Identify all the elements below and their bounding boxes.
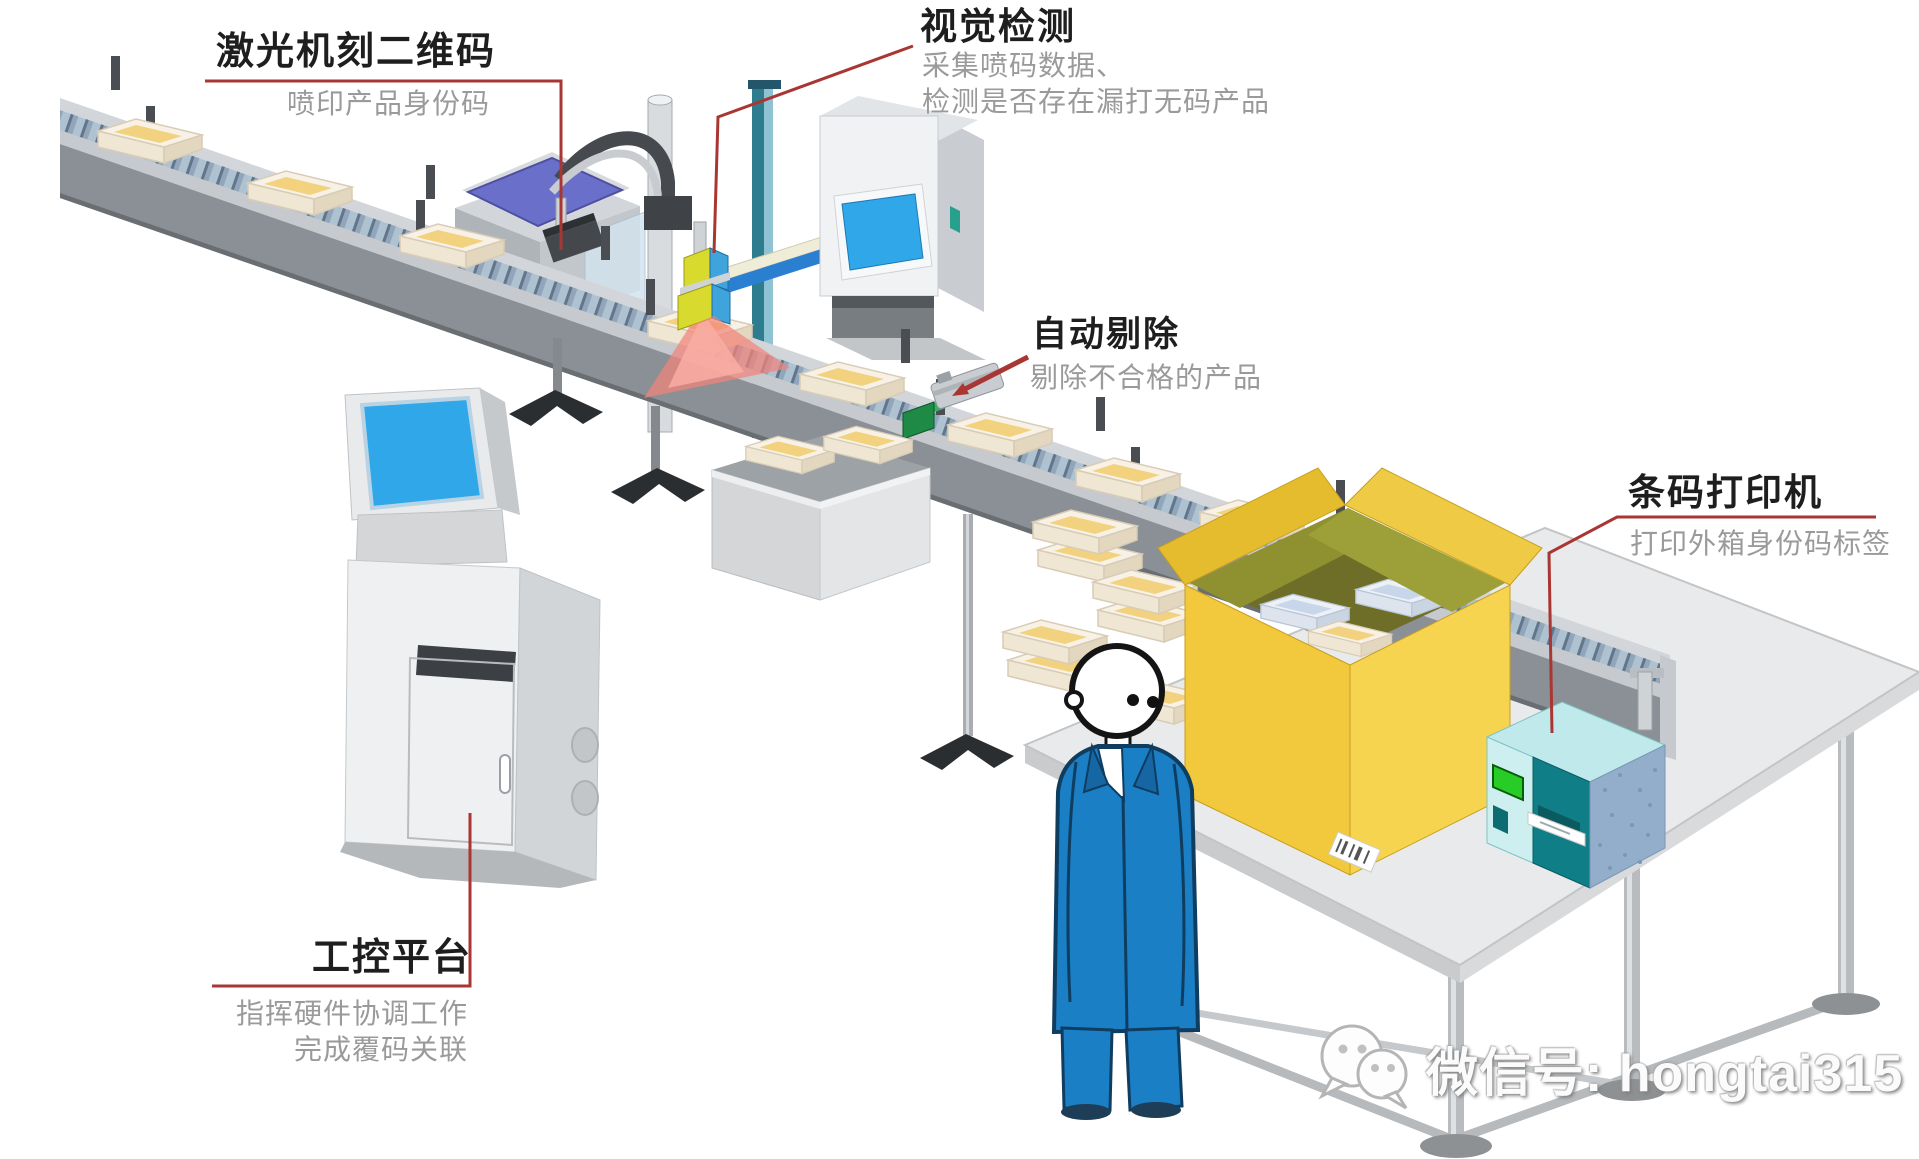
callout-vision-inspection-subtitle: 采集喷码数据、 检测是否存在漏打无码产品 (922, 50, 1271, 117)
printer-lcd-screen (1492, 763, 1524, 802)
callout-control-platform-title: 工控平台 (312, 937, 473, 979)
leader-arrowhead-auto-rejection (952, 383, 969, 396)
worker-pants (1060, 1026, 1114, 1112)
leader-line-barcode-printer (1547, 515, 1876, 734)
worker-head (1069, 643, 1165, 739)
yellow-shipping-box (1157, 467, 1543, 876)
control-kiosk (340, 387, 601, 888)
vision-monitor-screen (841, 193, 924, 271)
leader-line-vision-inspection (712, 44, 914, 254)
callout-laser-marking-title: 激光机刻二维码 (216, 31, 497, 73)
callout-vision-inspection-title: 视觉检测 (920, 6, 1076, 47)
callout-barcode-printer-title: 条码打印机 (1628, 472, 1823, 513)
kiosk-screen (359, 395, 485, 511)
leader-line-laser-marking (205, 79, 563, 250)
callout-auto-rejection-title: 自动剔除 (1032, 315, 1181, 354)
wechat-icon (1318, 1024, 1408, 1110)
worker-figure (1051, 643, 1201, 1120)
printer-side-texture (1598, 768, 1657, 870)
callout-barcode-printer: 条码打印机 (1628, 462, 1823, 516)
watermark-text: 微信号: hongtai315 (1426, 1044, 1904, 1103)
callout-vision-inspection: 视觉检测 (920, 0, 1076, 50)
callout-control-platform-subtitle: 指挥硬件协调工作 完成覆码关联 (235, 998, 468, 1065)
callout-auto-rejection-subtitle: 剔除不合格的产品 (1030, 362, 1263, 393)
callout-barcode-printer-subtitle: 打印外箱身份码标签 (1630, 528, 1892, 559)
box-barcode-label (1327, 831, 1381, 873)
callout-control-platform: 工控平台 (312, 926, 472, 981)
callout-auto-rejection: 自动剔除 (1032, 306, 1180, 357)
kiosk-door-handle (499, 754, 511, 794)
carton-box (711, 425, 931, 601)
barcode-printer (1485, 701, 1667, 889)
conveyor-supports (509, 338, 1664, 770)
callout-laser-marking-subtitle: 喷印产品身份码 (287, 88, 491, 119)
watermark: 微信号: hongtai315 (1312, 1018, 1903, 1118)
annotation-leader-lines (205, 44, 1876, 988)
vision-monitor-cabinet (819, 96, 986, 360)
leader-line-control-platform (212, 813, 472, 988)
leader-line-auto-rejection (963, 354, 1030, 392)
callout-laser-marking: 激光机刻二维码 (216, 20, 496, 75)
vision-camera (644, 221, 790, 398)
